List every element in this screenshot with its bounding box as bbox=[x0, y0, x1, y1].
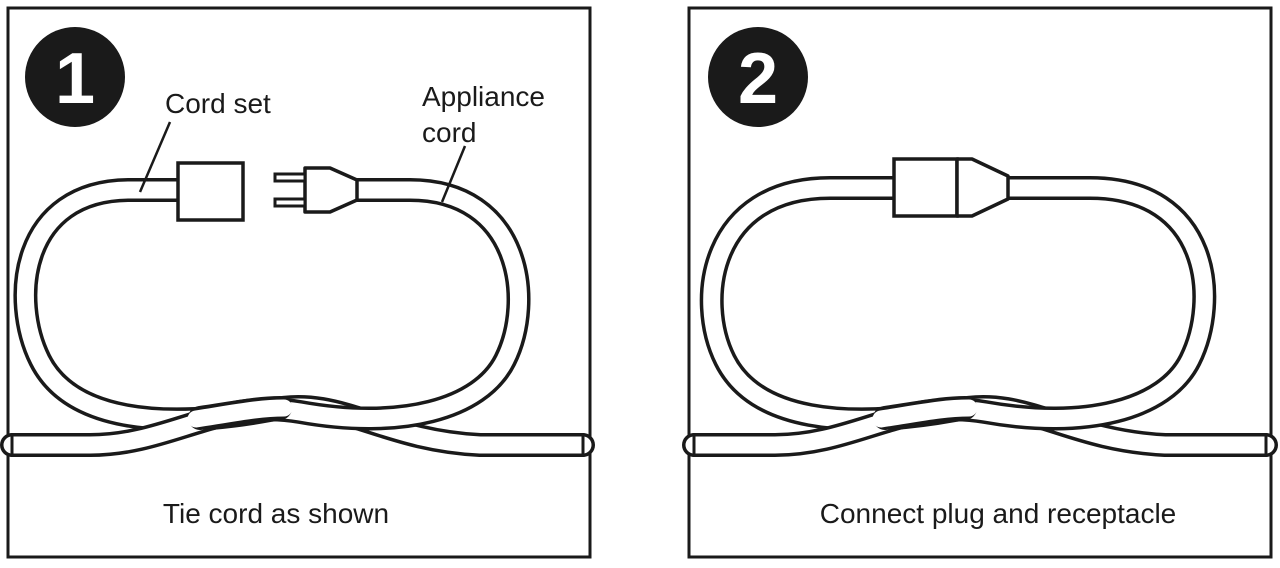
plug-icon bbox=[303, 166, 359, 214]
panel-1-cord-drawing bbox=[0, 121, 595, 457]
step-2-number: 2 bbox=[738, 39, 778, 119]
label-cord-set: Cord set bbox=[165, 88, 271, 119]
label-appliance-line1: Appliance bbox=[422, 81, 545, 112]
panel-step-1: 1 Cord set A bbox=[0, 6, 595, 559]
crossing-overlap-fill-2 bbox=[872, 399, 978, 428]
caption-step-1: Tie cord as shown bbox=[163, 498, 389, 529]
step-1-badge: 1 bbox=[25, 27, 125, 127]
connected-receptacle-icon bbox=[892, 157, 959, 218]
plug-prong-bottom bbox=[273, 197, 307, 208]
cord-set-leader-line bbox=[138, 121, 172, 193]
appliance-cord-loop-fill bbox=[3, 181, 528, 454]
step-2-badge: 2 bbox=[708, 27, 808, 127]
plug-prong-top bbox=[273, 172, 307, 183]
crossing-overlap-fill bbox=[187, 399, 293, 428]
panel-2-cord-drawing bbox=[682, 157, 1278, 457]
label-appliance-line2: cord bbox=[422, 117, 476, 148]
step-2-badge-circle bbox=[708, 27, 808, 127]
step-1-badge-circle bbox=[25, 27, 125, 127]
connected-plug-icon bbox=[955, 157, 1010, 218]
caption-step-2: Connect plug and receptacle bbox=[820, 498, 1176, 529]
step-1-number: 1 bbox=[55, 39, 95, 119]
appliance-cord-leader-line bbox=[440, 145, 467, 203]
receptacle-icon bbox=[176, 161, 245, 222]
panel-step-2: 2 Connect plug and receptacle bbox=[682, 6, 1278, 559]
